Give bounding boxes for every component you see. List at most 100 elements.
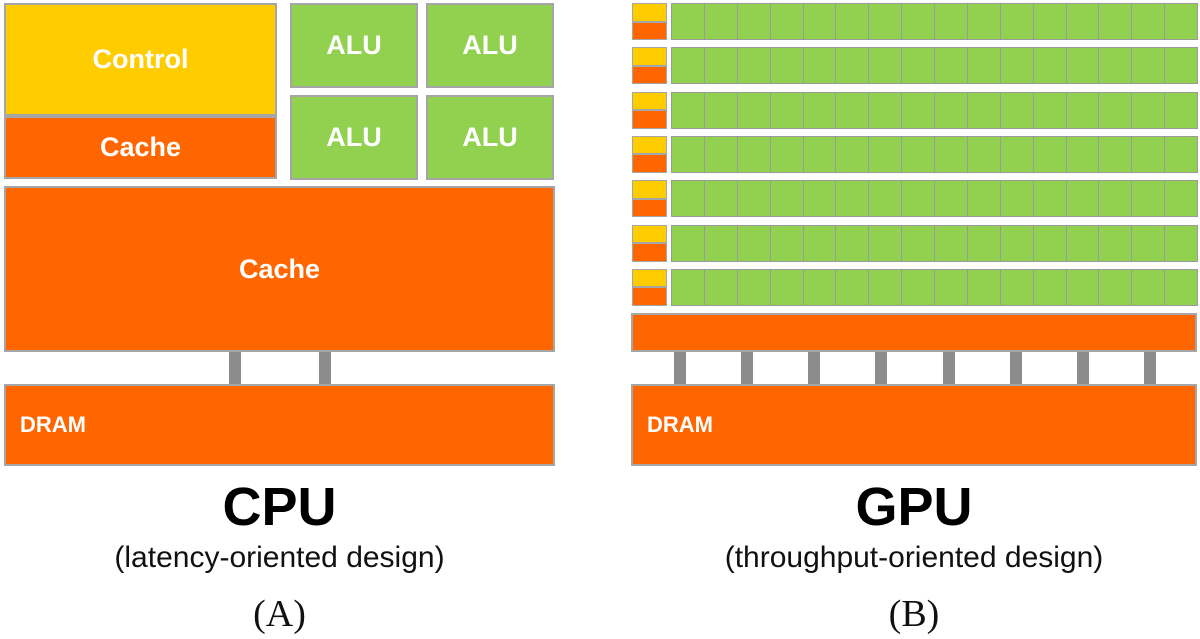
gpu-alu-cell: [868, 47, 903, 85]
cpu-alu-label: ALU: [462, 30, 518, 60]
gpu-alu-cell: [999, 91, 1034, 129]
gpu-shared-cache-block: [631, 313, 1197, 352]
cpu-alu-block: ALU: [426, 95, 554, 180]
gpu-memory-bus: [943, 352, 955, 384]
gpu-alu-cell: [999, 47, 1034, 85]
gpu-memory-bus: [808, 352, 820, 384]
gpu-control-unit: [632, 268, 667, 288]
gpu-alu-cell: [835, 268, 870, 306]
gpu-alu-cell: [999, 3, 1034, 40]
gpu-alu-cell: [999, 180, 1034, 218]
gpu-alu-cell: [671, 47, 705, 85]
gpu-alu-cell: [1164, 3, 1198, 40]
gpu-memory-bus: [1144, 352, 1156, 384]
gpu-alu-cell: [703, 91, 738, 129]
gpu-control-unit: [632, 47, 667, 66]
gpu-alu-cell: [901, 135, 935, 173]
gpu-alu-cell: [1164, 268, 1198, 306]
cpu-memory-bus: [319, 352, 331, 384]
cpu-cache-small-block: Cache: [4, 116, 277, 179]
gpu-alu-cell: [671, 180, 705, 218]
gpu-alu-cell: [1065, 224, 1100, 262]
gpu-alu-cell: [934, 135, 968, 173]
gpu-alu-cell: [736, 47, 771, 85]
gpu-alu-cell: [1032, 180, 1067, 218]
gpu-dram-label: DRAM: [647, 412, 713, 437]
cpu-alu-label: ALU: [326, 30, 382, 60]
gpu-alu-cell: [835, 224, 870, 262]
gpu-cache-unit: [632, 21, 667, 40]
gpu-alu-cell: [835, 180, 870, 218]
gpu-alu-cell: [703, 135, 738, 173]
gpu-alu-cell: [999, 135, 1034, 173]
gpu-control-unit: [632, 135, 667, 155]
gpu-alu-cell: [703, 224, 738, 262]
gpu-alu-cell: [802, 3, 837, 40]
gpu-alu-cell: [1098, 47, 1133, 85]
gpu-alu-cell: [999, 268, 1034, 306]
gpu-alu-cell: [1065, 47, 1100, 85]
gpu-alu-cell: [736, 180, 771, 218]
gpu-alu-cell: [1032, 91, 1067, 129]
cpu-alu-block: ALU: [290, 95, 418, 180]
gpu-control-unit: [632, 224, 667, 243]
gpu-alu-cell: [1164, 180, 1198, 218]
gpu-alu-cell: [835, 47, 870, 85]
gpu-memory-bus: [1010, 352, 1022, 384]
gpu-alu-cell: [1032, 3, 1067, 40]
gpu-alu-cell: [966, 91, 1001, 129]
gpu-alu-cell: [1164, 224, 1198, 262]
gpu-cache-unit: [632, 154, 667, 173]
gpu-alu-cell: [671, 91, 705, 129]
gpu-alu-cell: [703, 3, 738, 40]
cpu-cache-small-label: Cache: [99, 132, 182, 162]
gpu-alu-cell: [901, 3, 935, 40]
gpu-alu-cell: [703, 268, 738, 306]
gpu-alu-cell: [1098, 180, 1133, 218]
gpu-alu-cell: [868, 268, 903, 306]
gpu-alu-cell: [802, 268, 837, 306]
gpu-alu-cell: [1131, 268, 1166, 306]
gpu-alu-cell: [934, 224, 968, 262]
gpu-alu-cell: [934, 3, 968, 40]
gpu-alu-cell: [835, 3, 870, 40]
gpu-control-unit: [632, 91, 667, 111]
gpu-alu-cell: [934, 268, 968, 306]
gpu-alu-cell: [802, 224, 837, 262]
gpu-alu-cell: [1032, 268, 1067, 306]
gpu-alu-cell: [736, 3, 771, 40]
gpu-alu-cell: [736, 135, 771, 173]
gpu-alu-cell: [736, 268, 771, 306]
gpu-alu-cell: [1164, 135, 1198, 173]
cpu-subtitle: (latency-oriented design): [114, 541, 445, 574]
gpu-alu-cell: [769, 91, 804, 129]
gpu-control-unit: [632, 3, 667, 22]
gpu-alu-cell: [671, 135, 705, 173]
gpu-alu-cell: [1164, 91, 1198, 129]
cpu-alu-label: ALU: [462, 122, 518, 152]
gpu-alu-cell: [1131, 135, 1166, 173]
cpu-dram-block: DRAM: [4, 384, 555, 466]
gpu-alu-cell: [999, 224, 1034, 262]
cpu-control-block: Control: [4, 3, 277, 116]
gpu-title: GPU: [855, 477, 973, 537]
gpu-alu-cell: [868, 224, 903, 262]
cpu-dram-label: DRAM: [20, 412, 86, 437]
gpu-alu-cell: [802, 180, 837, 218]
gpu-alu-cell: [802, 47, 837, 85]
cpu-title: CPU: [222, 477, 337, 537]
gpu-alu-cell: [901, 91, 935, 129]
gpu-alu-cell: [802, 91, 837, 129]
cpu-cache-large-block: Cache: [4, 186, 555, 352]
gpu-alu-cell: [1131, 180, 1166, 218]
gpu-alu-cell: [1065, 3, 1100, 40]
gpu-alu-cell: [1098, 135, 1133, 173]
gpu-alu-cell: [769, 224, 804, 262]
gpu-alu-cell: [901, 224, 935, 262]
gpu-alu-cell: [868, 3, 903, 40]
gpu-alu-cell: [769, 47, 804, 85]
gpu-alu-cell: [901, 180, 935, 218]
gpu-alu-cell: [1032, 135, 1067, 173]
gpu-dram-block: DRAM: [631, 384, 1197, 466]
gpu-cache-unit: [632, 110, 667, 129]
